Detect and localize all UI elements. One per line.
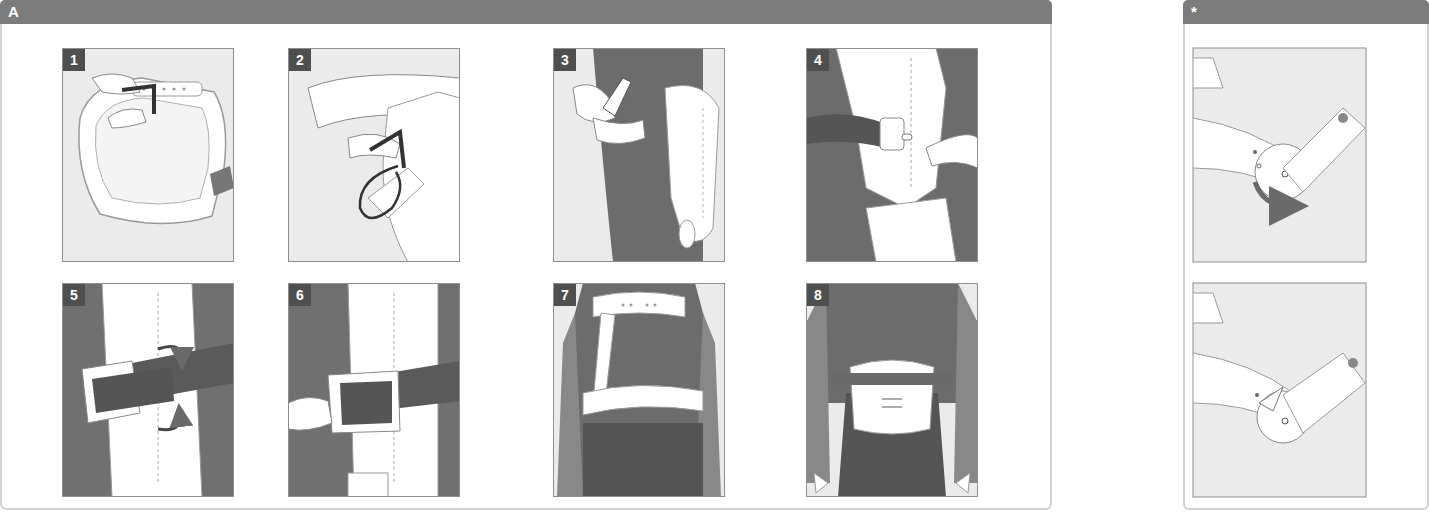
panel-header: A bbox=[0, 0, 1052, 24]
callout-number: 3 bbox=[554, 49, 576, 71]
step-panel: 5 bbox=[62, 283, 234, 497]
step-panel: 1 bbox=[62, 48, 234, 262]
callout-number: 7 bbox=[554, 284, 576, 306]
panel-header: * bbox=[1183, 0, 1429, 24]
callout-number: 2 bbox=[289, 49, 311, 71]
panel-frame: A 1 2 3 4 5 6 7 8 bbox=[0, 0, 1052, 510]
panel-letter: A bbox=[8, 3, 19, 21]
callout-number: 4 bbox=[807, 49, 829, 71]
callout-number: 5 bbox=[63, 284, 85, 306]
callout-number: 8 bbox=[807, 284, 829, 306]
callout-number: 6 bbox=[289, 284, 311, 306]
step-panel: 3 bbox=[553, 48, 725, 262]
step-panel: 4 bbox=[806, 48, 978, 262]
step-panel: 6 bbox=[288, 283, 460, 497]
step-panel: 7 bbox=[553, 283, 725, 497]
panel-frame: * bbox=[1183, 0, 1429, 510]
callout-number: 1 bbox=[63, 49, 85, 71]
step-panel: 2 bbox=[288, 48, 460, 262]
panel-letter: * bbox=[1191, 3, 1197, 21]
step-panel: 8 bbox=[806, 283, 978, 497]
